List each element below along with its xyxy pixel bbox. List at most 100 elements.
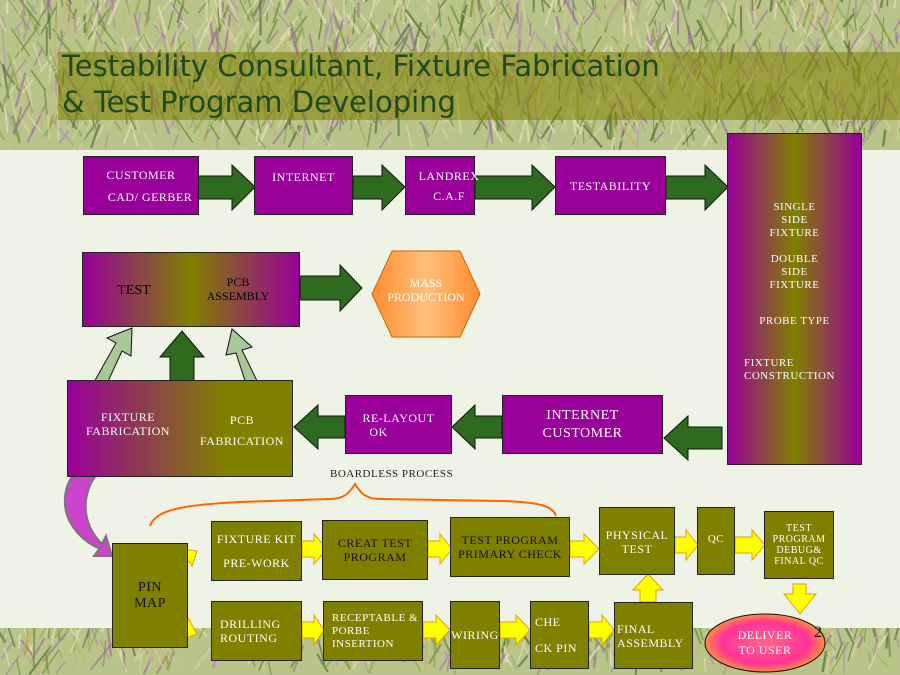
check-label-2: CK PIN — [535, 641, 578, 656]
arrow-debug-deliver — [782, 583, 818, 615]
mass-label-1: MASS — [409, 276, 443, 290]
receptable-box: RECEPTABLE & PORBE INSERTION — [323, 601, 423, 661]
customer-label-2: CAD/ GERBER — [107, 189, 193, 204]
physical-label-1: PHYSICAL — [605, 528, 669, 542]
boardless-brace — [149, 482, 557, 527]
final-label-1: FINAL — [617, 621, 655, 636]
check-label-1: CHE — [535, 614, 561, 629]
arrow-physical-qc — [674, 528, 699, 562]
pcb-fab-label-1: PCB — [229, 413, 255, 427]
arrow-customer-internet — [195, 163, 256, 212]
title-line-2: & Test Program Developing — [62, 85, 456, 119]
debug-box: TEST PROGRAM DEBUG& FINAL QC — [764, 511, 834, 579]
fixture-types-panel: SINGLE SIDE FIXTURE DOUBLE SIDE FIXTURE … — [727, 133, 862, 465]
pin-map-label-1: PIN — [137, 579, 163, 595]
deliver-label: DELIVER TO USER — [715, 628, 815, 658]
wiring-box: WIRING — [450, 601, 500, 669]
debug-label-1: TEST — [786, 523, 812, 534]
arrow-check-final — [588, 613, 615, 647]
drilling-box: DRILLING ROUTING — [211, 601, 302, 661]
double-label-2: SIDE — [781, 266, 808, 278]
arrow-creat-primary — [427, 532, 453, 566]
arrow-internet-customer-to-relayout — [451, 403, 503, 451]
creat-test-box: CREAT TEST PROGRAM — [322, 520, 428, 580]
deliver-label-1: DELIVER — [737, 628, 793, 642]
landrex-label-2: C.A.F — [433, 188, 465, 203]
page-number: 2 — [814, 624, 822, 641]
arrow-wiring-check — [499, 613, 531, 647]
customer-label-1: CUSTOMER — [106, 167, 176, 182]
mass-label-2: PRODUCTION — [387, 290, 465, 304]
single-label-2: SIDE — [781, 214, 808, 226]
single-side-fixture: SINGLE SIDE FIXTURE — [770, 201, 820, 240]
debug-label-2: PROGRAM — [772, 534, 826, 545]
internet-label: INTERNET — [272, 170, 335, 184]
creat-label-2: PROGRAM — [343, 550, 407, 564]
primary-check-box: TEST PROGRAM PRIMARY CHECK — [450, 517, 570, 577]
page-title: Testability Consultant, Fixture Fabricat… — [62, 48, 660, 120]
assembly-box — [82, 252, 300, 327]
arrow-relayout-to-fabrication — [293, 403, 346, 451]
drilling-label-2: ROUTING — [220, 631, 278, 645]
pcb-fab-label-2: FABRICATION — [200, 434, 284, 448]
testability-label: TESTABILITY — [569, 178, 652, 193]
deliver-label-2: TO USER — [738, 643, 792, 657]
landrex-label-1: LANDREX — [418, 168, 480, 183]
boardless-process-label: BOARDLESS PROCESS — [330, 468, 454, 480]
debug-label-3: DEBUG& — [776, 545, 822, 556]
fixture-fabrication-label: FIXTURE FABRICATION — [80, 410, 176, 438]
pcb-fabrication-label: PCB FABRICATION — [194, 413, 290, 448]
pcb-assembly-label-2: ASSEMBLY — [206, 289, 270, 303]
probe-type: PROBE TYPE — [759, 315, 830, 327]
arrow-final-physical-up — [631, 573, 665, 603]
physical-label-2: TEST — [621, 542, 653, 556]
fixture-kit-label-2: PRE-WORK — [223, 556, 290, 570]
title-band — [58, 52, 900, 120]
testability-box: TESTABILITY — [555, 156, 666, 215]
test-label: TEST — [117, 283, 151, 298]
physical-test-box: PHYSICAL TEST — [599, 507, 675, 575]
landrex-box: LANDREX C.A.F — [405, 156, 479, 215]
arrow-testability-fixture — [665, 163, 729, 212]
drilling-label-1: DRILLING — [220, 617, 281, 631]
deliver-ellipse — [704, 613, 826, 673]
fabrication-box — [67, 380, 293, 477]
qc-label: QC — [707, 533, 725, 545]
internet-box: INTERNET — [254, 156, 353, 215]
receptable-label-2: PORBE — [332, 624, 370, 637]
wiring-label: WIRING — [451, 628, 499, 642]
final-label-2: ASSEMBLY — [617, 635, 684, 650]
arrow-receptable-wiring — [422, 613, 451, 647]
internet-customer-label-2: CUSTOMER — [542, 425, 623, 441]
receptable-label-1: RECEPTABLE & — [332, 611, 419, 624]
primary-label-1: TEST PROGRAM — [461, 533, 559, 547]
double-label-3: FIXTURE — [769, 279, 820, 291]
fixture-kit-label-1: FIXTURE KIT — [216, 532, 297, 546]
customer-box: CUSTOMER CAD/ GERBER — [83, 156, 199, 215]
pcb-assembly-label-1: PCB — [226, 275, 250, 289]
construction-label-2: CONSTRUCTION — [744, 370, 835, 382]
fixture-fab-label-1: FIXTURE — [100, 410, 156, 424]
title-line-1: Testability Consultant, Fixture Fabricat… — [62, 49, 660, 83]
single-label-1: SINGLE — [773, 201, 816, 213]
final-assembly-box: FINAL ASSEMBLY — [614, 602, 693, 669]
double-label-1: DOUBLE — [770, 253, 819, 265]
arrow-fixture-to-internet-customer — [663, 414, 723, 462]
primary-label-2: PRIMARY CHECK — [458, 547, 562, 561]
receptable-label-3: INSERTION — [332, 637, 394, 650]
relayout-label-2: OK — [369, 424, 388, 439]
arrow-landrex-testability — [474, 163, 556, 212]
single-label-3: FIXTURE — [769, 227, 820, 239]
fixture-fab-label-2: FABRICATION — [86, 424, 170, 438]
mass-production-hexagon — [371, 250, 481, 338]
debug-label-4: FINAL QC — [774, 556, 824, 567]
relayout-label-1: RE-LAYOUT — [362, 410, 435, 425]
internet-customer-label-1: INTERNET — [546, 407, 619, 423]
arrow-fixturekit-creat — [301, 532, 328, 566]
arrow-primary-physical — [569, 532, 600, 566]
curved-arrow — [63, 458, 115, 557]
mass-production-label: MASS PRODUCTION — [372, 276, 480, 304]
arrow-qc-debug — [734, 528, 766, 562]
internet-customer-box: INTERNET CUSTOMER — [502, 395, 663, 454]
arrow-drilling-receptable — [301, 613, 325, 647]
